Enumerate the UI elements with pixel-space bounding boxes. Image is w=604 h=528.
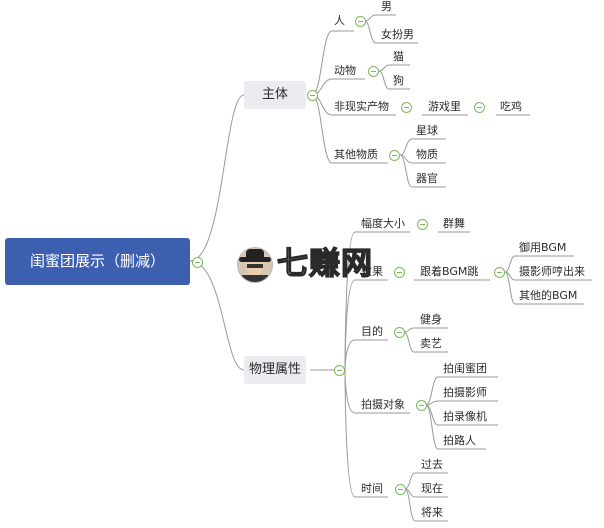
node-planet[interactable]: 星球: [416, 124, 438, 137]
node-time[interactable]: 时间: [361, 482, 383, 495]
link-root-subject: [189, 94, 245, 262]
collapse-effect-toggle-icon[interactable]: [394, 267, 405, 278]
collapse-unreal-toggle-icon[interactable]: [401, 102, 412, 113]
node-follow-bgm[interactable]: 跟着BGM跳: [420, 265, 479, 278]
node-fitness[interactable]: 健身: [420, 313, 442, 326]
node-person[interactable]: 人: [334, 14, 345, 27]
link-bgm-own: [504, 255, 516, 273]
collapse-purpose-toggle-icon[interactable]: [394, 327, 405, 338]
link-other-organ: [399, 154, 413, 188]
collapse-follow-bgm-toggle-icon[interactable]: [494, 267, 505, 278]
link-time-future: [404, 488, 416, 522]
link-target-4: [425, 404, 439, 450]
node-shoot-photographer[interactable]: 拍摄影师: [443, 386, 487, 399]
node-male[interactable]: 男: [381, 0, 392, 13]
collapse-time-toggle-icon[interactable]: [395, 484, 406, 495]
node-shooting-target[interactable]: 拍摄对象: [361, 398, 405, 411]
node-in-game[interactable]: 游戏里: [428, 100, 461, 113]
node-dog[interactable]: 狗: [393, 74, 404, 87]
node-now[interactable]: 现在: [421, 482, 443, 495]
collapse-target-toggle-icon[interactable]: [416, 400, 427, 411]
collapse-amplitude-toggle-icon[interactable]: [417, 219, 428, 230]
link-purpose-fitness: [403, 327, 415, 333]
node-purpose[interactable]: 目的: [361, 325, 383, 338]
node-other-matter[interactable]: 其他物质: [334, 148, 378, 161]
node-matter[interactable]: 物质: [416, 148, 438, 161]
node-cat[interactable]: 猫: [393, 50, 404, 63]
node-effect[interactable]: 效果: [361, 265, 383, 278]
link-root-physical: [189, 260, 245, 371]
topic-subject[interactable]: 主体: [244, 81, 306, 109]
link-person-female: [364, 20, 377, 44]
collapse-person-toggle-icon[interactable]: [355, 16, 366, 27]
node-future[interactable]: 将来: [421, 506, 443, 519]
link-subject-person: [311, 30, 333, 96]
node-chicken-dinner[interactable]: 吃鸡: [500, 100, 522, 113]
link-time-past: [404, 472, 416, 490]
link-animal-cat: [378, 64, 390, 72]
link-other-planet: [399, 138, 413, 156]
node-bgm-hum[interactable]: 摄影师哼出来: [519, 265, 585, 278]
node-organ[interactable]: 器官: [416, 172, 438, 185]
node-bgm-own[interactable]: 御用BGM: [519, 241, 567, 254]
collapse-root-toggle-icon[interactable]: [192, 257, 203, 268]
node-shoot-passerby[interactable]: 拍路人: [443, 434, 476, 447]
node-busking[interactable]: 卖艺: [420, 337, 442, 350]
watermark-text: 七赚网: [276, 245, 373, 282]
node-bgm-other[interactable]: 其他的BGM: [519, 289, 578, 302]
topic-physical-attributes[interactable]: 物理属性: [244, 356, 306, 384]
link-animal-dog: [378, 70, 390, 90]
collapse-animal-toggle-icon[interactable]: [368, 66, 379, 77]
link-physical-time: [344, 369, 356, 498]
node-shoot-camcorder[interactable]: 拍录像机: [443, 410, 487, 423]
node-animal[interactable]: 动物: [334, 64, 356, 77]
detective-avatar-icon: [237, 247, 273, 283]
link-target-2: [425, 400, 439, 406]
link-purpose-busking: [403, 331, 415, 353]
link-physical-purpose: [344, 339, 356, 371]
collapse-physical-toggle-icon[interactable]: [334, 365, 345, 376]
link-target-1: [425, 376, 439, 406]
collapse-other-toggle-icon[interactable]: [389, 150, 400, 161]
collapse-in-game-toggle-icon[interactable]: [474, 102, 485, 113]
collapse-subject-toggle-icon[interactable]: [307, 90, 318, 101]
link-person-male: [364, 14, 377, 22]
node-past[interactable]: 过去: [421, 458, 443, 471]
node-female-as-male[interactable]: 女扮男: [381, 28, 414, 41]
node-amplitude[interactable]: 幅度大小: [361, 217, 405, 230]
node-unreal[interactable]: 非现实产物: [334, 100, 389, 113]
node-shoot-bestie-group[interactable]: 拍闺蜜团: [443, 362, 487, 375]
link-physical-target: [344, 369, 356, 414]
root-topic[interactable]: 闺蜜团展示（删减）: [5, 238, 190, 285]
node-group-dance[interactable]: 群舞: [443, 217, 465, 230]
link-bgm-other: [504, 271, 516, 305]
